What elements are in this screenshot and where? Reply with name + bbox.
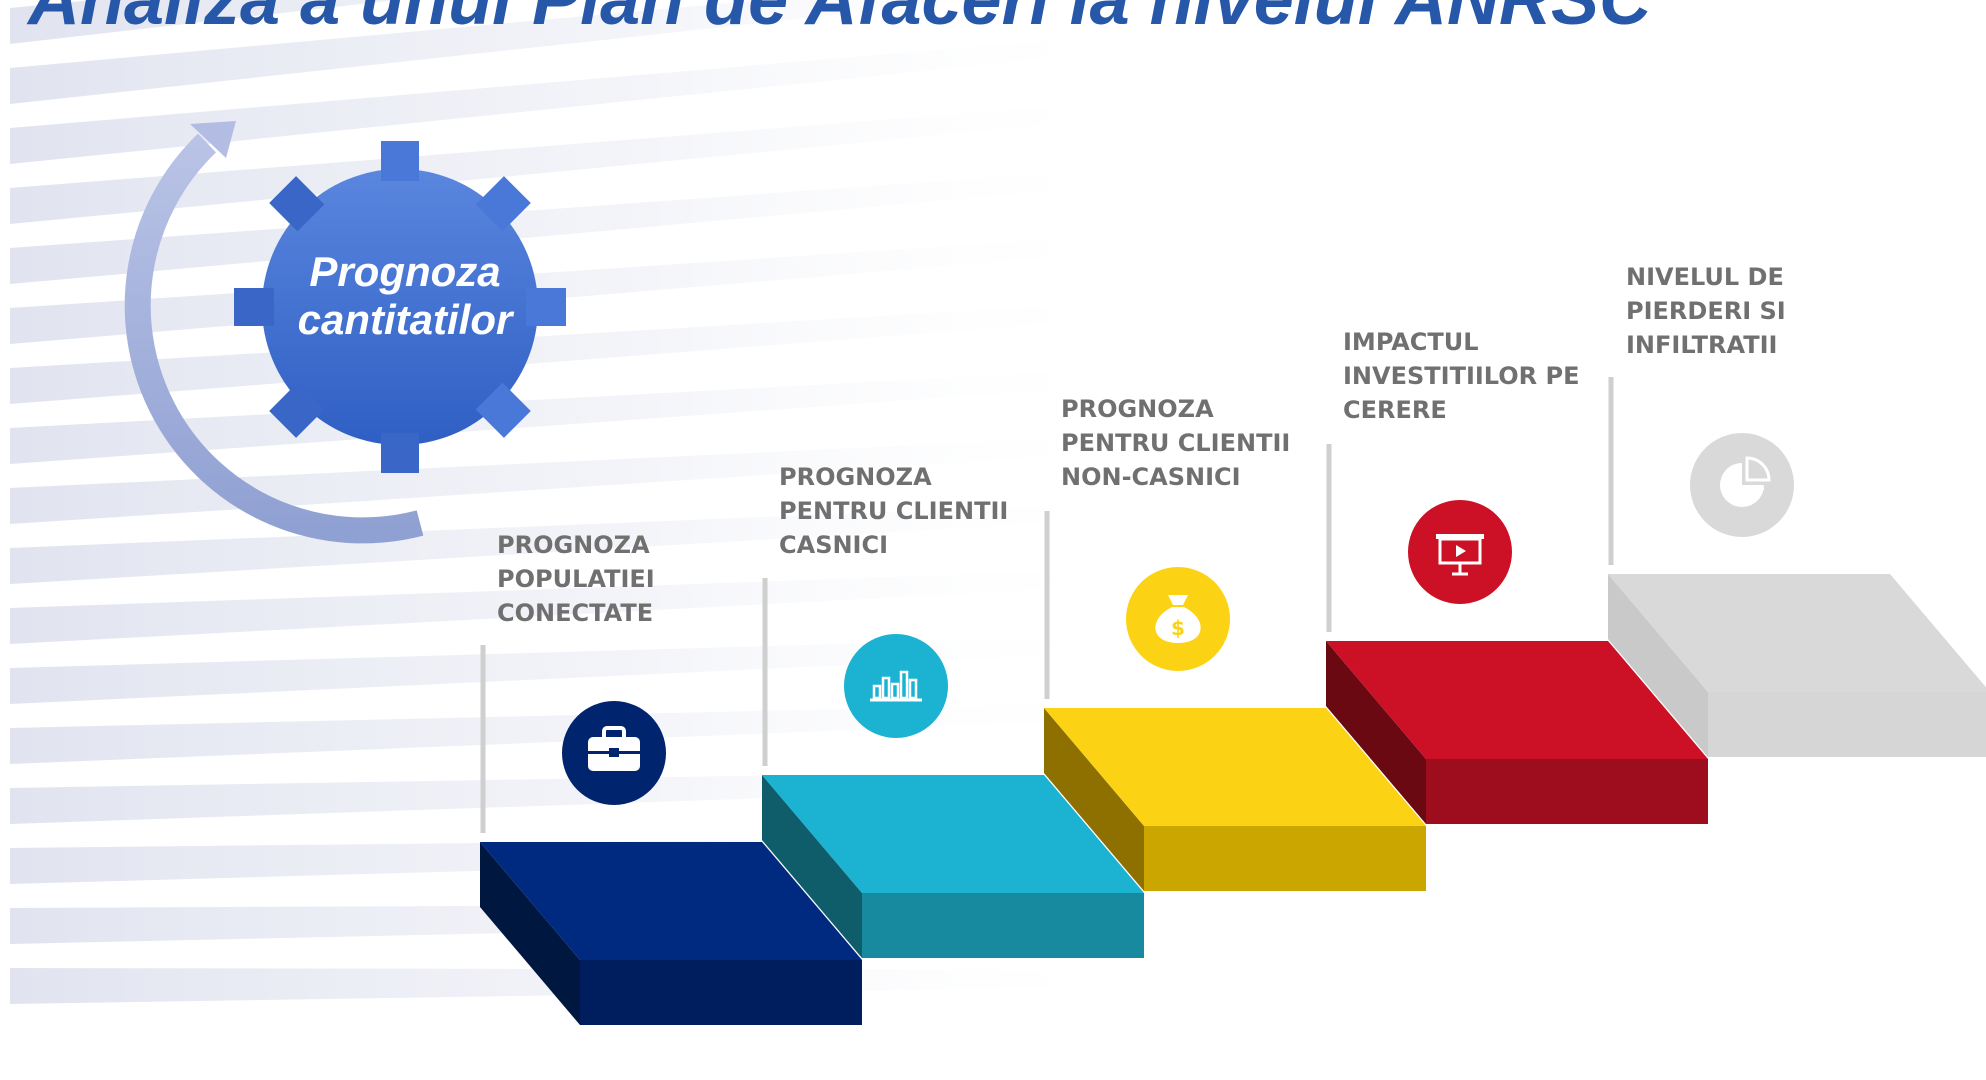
- gear-tooth: [269, 382, 325, 438]
- background-stripe: [10, 367, 1150, 464]
- background-stripe: [10, 568, 1150, 644]
- gear-tooth: [475, 176, 531, 232]
- step-front: [580, 960, 862, 1025]
- gear-cycle: [124, 121, 566, 544]
- money-bag-icon: $: [1126, 567, 1230, 671]
- gear-tooth: [381, 433, 419, 473]
- gear-body: [262, 169, 538, 445]
- step-1: [480, 842, 862, 1025]
- icon-circle: [844, 634, 948, 738]
- background-stripe: [10, 434, 1150, 524]
- briefcase-icon: [562, 701, 666, 805]
- step-label-5: NIVELUL DE PIERDERI SI INFILTRATII: [1626, 263, 1786, 359]
- presentation-icon: [1408, 500, 1512, 604]
- background-stripe: [10, 0, 396, 44]
- step-label-4: IMPACTUL INVESTITIILOR PE CERERE: [1343, 328, 1580, 424]
- step-label-1: PROGNOZA POPULATIEI CONECTATE: [497, 531, 655, 627]
- cycle-arrow: [124, 133, 424, 544]
- step-3: [1044, 708, 1426, 891]
- gear-tooth: [475, 382, 531, 438]
- step-side: [1044, 708, 1144, 891]
- step-front: [1426, 759, 1708, 824]
- step-top: [1608, 574, 1986, 692]
- step-side: [1608, 574, 1708, 757]
- gear-tooth: [526, 288, 566, 326]
- step-front: [1144, 826, 1426, 891]
- step-top: [480, 842, 862, 960]
- step-side: [762, 775, 862, 958]
- gear-tooth: [234, 288, 274, 326]
- step-top: [762, 775, 1144, 893]
- background-stripe: [10, 32, 1150, 164]
- step-2: [762, 775, 1144, 958]
- gear-icon: [234, 141, 566, 473]
- step-side: [1326, 641, 1426, 824]
- step-front: [1708, 692, 1986, 757]
- step-front: [862, 893, 1144, 958]
- gear-label: Prognoza cantitatilor: [297, 248, 513, 343]
- step-5: [1608, 574, 1986, 757]
- step-4: [1326, 641, 1708, 824]
- page-title: Analiza a unui Plan de Afaceri la nivelu…: [28, 0, 1652, 40]
- step-top: [1326, 641, 1708, 759]
- background-stripe: [10, 635, 1150, 704]
- steps-group: $: [480, 377, 1986, 1025]
- gear-tooth: [381, 141, 419, 181]
- bar-chart-icon: [844, 634, 948, 738]
- step-side: [480, 842, 580, 1025]
- background-stripe: [10, 0, 974, 104]
- svg-text:$: $: [1171, 616, 1185, 640]
- step-top: [1044, 708, 1426, 826]
- background-stripe: [10, 501, 1150, 584]
- gear-tooth: [269, 176, 325, 232]
- pie-chart-icon: [1690, 433, 1794, 537]
- cycle-arrow-head: [190, 121, 236, 158]
- step-label-3: PROGNOZA PENTRU CLIENTII NON-CASNICI: [1061, 395, 1291, 491]
- step-label-2: PROGNOZA PENTRU CLIENTII CASNICI: [779, 463, 1009, 559]
